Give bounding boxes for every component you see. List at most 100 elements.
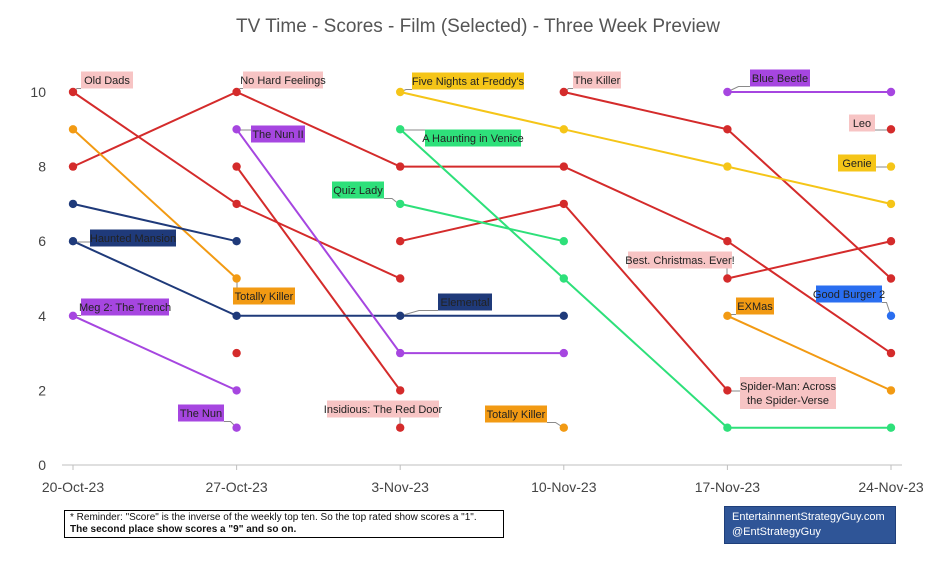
data-point-old-dads <box>396 274 405 283</box>
annotation-connector <box>882 302 892 317</box>
data-point-elemental <box>559 311 568 320</box>
x-tick-label: 10-Nov-23 <box>531 479 597 495</box>
data-point-totally-killer <box>232 274 241 283</box>
data-point-haunted-mansion <box>232 237 241 246</box>
label-box-spider-man-across-the-spider-verse <box>740 377 836 409</box>
data-point-five-nights-at-freddy-s <box>886 199 896 209</box>
x-tick-label: 3-Nov-23 <box>371 479 429 495</box>
label-box-totally-killer <box>233 287 295 305</box>
series-line-quiz-lady <box>399 202 565 243</box>
y-tick-label: 4 <box>38 308 46 324</box>
annotation-label-no-hard-feelings: No Hard Feelings <box>240 75 326 87</box>
data-point-elemental <box>396 311 405 320</box>
annotation-labels: Old Dads No Hard Feelings Five Nights at F… <box>79 69 885 423</box>
brand-handle: @EntStrategyGuy <box>732 526 821 538</box>
data-point-a-haunting-in-venice <box>396 125 405 134</box>
annotation-label-the-nun: The Nun <box>180 408 222 420</box>
data-point-exmas <box>723 311 732 320</box>
data-point-meg-2-the-trench <box>232 386 241 395</box>
annotation-label-best-christmas-ever: Best. Christmas. Ever! <box>625 255 734 267</box>
y-tick-label: 8 <box>38 159 46 175</box>
series-lines <box>72 90 892 429</box>
data-point-insidious-the-red-door <box>232 162 241 171</box>
y-tick-label: 10 <box>30 84 46 100</box>
x-axis: 20-Oct-23 27-Oct-23 3-Nov-23 10-Nov-23 17-No… <box>42 465 924 495</box>
series-line-spider-man-across-the-spider-verse <box>727 240 892 280</box>
brand-website: EntertainmentStrategyGuy.com <box>732 511 885 523</box>
data-point-five-nights-at-freddy-s <box>396 87 405 97</box>
y-tick-label: 2 <box>38 382 46 398</box>
series-line-five-nights-at-freddy-s <box>399 91 892 205</box>
series-line-haunted-mansion <box>72 202 237 243</box>
label-box-insidious-the-red-door <box>327 400 439 418</box>
label-box-a-haunting-in-venice <box>425 129 521 147</box>
annotation-label-insidious-the-red-door: Insidious: The Red Door <box>324 404 443 416</box>
label-box-no-hard-feelings <box>243 71 323 89</box>
annotation-label-haunted-mansion: Haunted Mansion <box>90 233 176 245</box>
label-box-five-nights-at-freddy-s <box>412 72 524 90</box>
data-points <box>68 87 896 432</box>
data-point-quiz-lady <box>396 199 405 209</box>
data-point-blue-beetle <box>723 87 732 97</box>
label-box-best-christmas-ever <box>628 251 732 269</box>
annotation-connector <box>399 310 438 317</box>
series-line-the-killer <box>563 91 892 280</box>
data-point-five-nights-at-freddy-s <box>559 125 568 134</box>
label-box-quiz-lady <box>332 181 384 199</box>
label-box-blue-beetle <box>750 69 810 87</box>
series-line-meg-2-the-trench <box>72 314 238 392</box>
data-point-exmas <box>886 386 896 395</box>
data-point-no-hard-feelings <box>886 348 896 358</box>
annotation-label-totally-killer: Totally Killer <box>235 291 294 303</box>
x-tick-label: 20-Oct-23 <box>42 479 104 495</box>
data-point-blue-beetle <box>886 87 896 97</box>
data-point-old-dads <box>68 87 78 97</box>
data-point-quiz-lady <box>559 237 568 246</box>
annotation-label-genie: Genie <box>842 158 871 170</box>
annotation-label-leo: Leo <box>853 118 871 130</box>
label-box-the-nun-ii <box>251 125 305 143</box>
annotation-label-elemental: Elemental <box>441 297 490 309</box>
data-point-a-haunting-in-venice <box>886 423 896 432</box>
data-point-a-haunting-in-venice <box>559 274 568 283</box>
annotation-label-exmas: EXMas <box>737 301 773 313</box>
data-point-no-hard-feelings <box>559 162 568 171</box>
data-point-genie <box>886 162 896 171</box>
data-point-the-nun-ii <box>232 125 241 134</box>
data-point-a-haunting-in-venice <box>723 423 732 432</box>
data-point-meg-2-the-trench <box>68 311 78 320</box>
data-point-haunted-mansion <box>68 199 78 209</box>
data-point-the-killer <box>886 274 896 283</box>
data-point <box>232 348 241 358</box>
label-box-the-killer <box>573 71 621 89</box>
data-point-old-dads <box>232 199 241 209</box>
y-tick-label: 6 <box>38 233 46 249</box>
data-point-best-christmas-ever <box>396 237 405 246</box>
label-box-totally-killer <box>485 405 547 423</box>
data-point-best-christmas-ever <box>559 199 568 209</box>
annotation-label-old-dads: Old Dads <box>84 75 130 87</box>
label-box-old-dads <box>81 71 133 89</box>
data-point-totally-killer <box>68 125 78 134</box>
series-line-exmas <box>726 314 892 392</box>
series-line-elemental <box>72 240 564 317</box>
annotation-label-quiz-lady: Quiz Lady <box>333 185 383 197</box>
x-tick-label: 27-Oct-23 <box>205 479 267 495</box>
label-box-haunted-mansion <box>90 229 176 247</box>
label-box-good-burger-2 <box>816 285 882 303</box>
series-line-totally-killer <box>72 128 238 280</box>
annotation-label-meg-2-the-trench: Meg 2: The Trench <box>79 302 171 314</box>
annotation-label-five-nights-at-freddy-s: Five Nights at Freddy's <box>412 76 525 88</box>
x-tick-label: 17-Nov-23 <box>695 479 761 495</box>
label-box-exmas <box>736 297 774 315</box>
data-point-elemental <box>232 311 241 320</box>
data-point-no-hard-feelings <box>68 162 78 171</box>
label-box-the-nun <box>178 404 224 422</box>
annotation-label-blue-beetle: Blue Beetle <box>752 73 808 85</box>
y-tick-label: 0 <box>38 457 46 473</box>
data-point-no-hard-feelings <box>723 237 732 246</box>
label-box-meg-2-the-trench <box>81 298 169 316</box>
data-point-no-hard-feelings <box>396 162 405 171</box>
series-line-insidious-the-red-door <box>235 166 402 391</box>
